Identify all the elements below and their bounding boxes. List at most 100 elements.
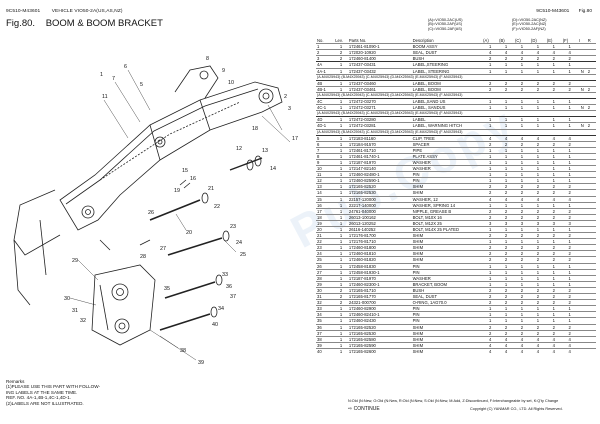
cell-no: 20: [317, 227, 322, 233]
cell-qty: 1: [568, 306, 571, 312]
cell-qty: 1: [504, 153, 508, 159]
cell-no: 9: [317, 159, 320, 165]
cell-no: 39: [317, 342, 322, 348]
cell-part: 172472-03271: [348, 105, 376, 111]
cell-desc: SHIM: [412, 342, 424, 348]
cell-part: 172461-81090-1: [348, 44, 380, 50]
cell-qty: 1: [488, 147, 492, 153]
cell-qty: 3: [504, 220, 508, 226]
cell-no: 25: [317, 257, 322, 263]
remarks-title: Remarks: [6, 379, 25, 384]
header-left: 9C510-M43601 VEHICLE VIO50-2A(US,AS,NZ): [6, 9, 123, 14]
cell-qty: 1: [520, 117, 524, 123]
cell-no: 4B: [317, 80, 323, 86]
cell-qty: 4: [568, 342, 571, 348]
cell-qty: 1: [488, 44, 492, 50]
cell-desc: NIPPLE, GREASE B: [412, 208, 452, 214]
cell-r: 2: [587, 105, 591, 111]
cell-qty: 2: [568, 287, 571, 293]
cell-qty: 1: [520, 44, 524, 50]
cell-desc: WASHER: [412, 275, 431, 281]
callout-22: 22: [214, 204, 220, 210]
cell-lev: 1: [339, 214, 343, 220]
remarks-line: (2)LABELS ARE NOT ILLUSTRATED.: [6, 400, 84, 406]
cell-qty: 2: [536, 233, 540, 239]
cell-qty: 1: [568, 275, 571, 281]
cell-qty: 4: [552, 348, 555, 354]
cell-qty: 1: [520, 166, 524, 172]
cell-desc: LABEL,SAND US: [412, 99, 446, 105]
cell-lev: 1: [339, 99, 343, 105]
cell-r: 2: [587, 86, 591, 92]
cell-qty: 1: [552, 178, 555, 184]
cell-desc: SHIM: [412, 239, 424, 245]
cell-qty: 2: [552, 208, 555, 214]
cell-lev: 1: [339, 166, 343, 172]
cell-no: 33: [317, 306, 322, 312]
cell-qty: 2: [488, 214, 492, 220]
cell-qty: 1: [536, 44, 540, 50]
cell-qty: 2: [520, 245, 524, 251]
cell-lev: 1: [339, 263, 343, 269]
cell-qty: 1: [536, 172, 540, 178]
cell-qty: 4: [520, 336, 524, 342]
cell-qty: 1: [552, 318, 555, 324]
callout-9: 9: [222, 68, 225, 74]
cell-qty: 1: [552, 202, 555, 208]
cell-lev: 1: [339, 62, 343, 68]
cell-qty: 2: [536, 245, 540, 251]
continue-link[interactable]: ⇨ CONTINUE: [348, 406, 380, 412]
cell-qty: 1: [504, 312, 508, 318]
cell-part: 172461-81740-1: [348, 153, 380, 159]
cell-desc: BRACKET, BOOM: [412, 281, 448, 287]
cell-qty: 2: [536, 300, 540, 306]
